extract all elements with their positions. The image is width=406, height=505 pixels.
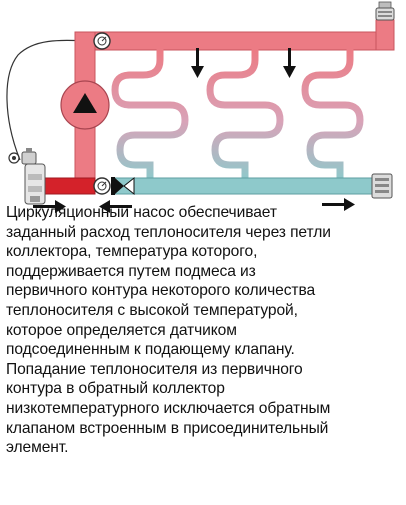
caption-line: клапаном встроенным в присоединительный: [6, 419, 329, 437]
arrow-right-primary-inlet: [33, 200, 66, 213]
caption-line: подсоединенным к подающему клапану.: [6, 341, 295, 359]
temperature-sensor-icon: [8, 148, 37, 165]
caption-line: Попадание теплоносителя из первичного: [6, 360, 303, 378]
heating-loop-3: [301, 46, 364, 184]
arrow-down-1: [191, 48, 204, 78]
thermometer-gauge-icon: [93, 32, 111, 50]
caption-line: коллектора, температура которого,: [6, 243, 258, 261]
arrow-right-outlet: [322, 198, 355, 211]
flow-arrows-horizontal: [33, 198, 355, 213]
pump-direction-triangle: [73, 93, 97, 113]
return-end-valve-icon: [371, 173, 393, 199]
check-valve-icon: [111, 176, 135, 196]
return-thermometer-icon: [93, 177, 111, 195]
primary-supply-stub: [44, 177, 96, 195]
heating-loop-1: [111, 46, 189, 184]
arrow-left-return: [99, 200, 132, 213]
caption-line: элемент.: [6, 439, 69, 457]
heating-loops: [111, 46, 364, 184]
air-vent-icon: [375, 1, 395, 21]
caption-line: первичного контура некоторого количества: [6, 282, 316, 300]
mixing-valve-icon: [24, 163, 46, 205]
caption-line: поддерживается путем подмеса из: [6, 262, 256, 280]
heating-loop-2: [206, 46, 284, 184]
arrow-down-2: [283, 48, 296, 78]
circulation-pump-icon: [60, 80, 110, 130]
description-text: Циркуляционный насос обеспечивает заданн…: [6, 203, 406, 458]
flow-arrows-down: [191, 48, 296, 78]
caption-line: заданный расход теплоносителя через петл…: [6, 223, 331, 241]
capillary-tube: [6, 39, 93, 161]
caption-line: низкотемпературного исключается обратным: [6, 399, 331, 417]
mixing-unit-diagram: [6, 1, 395, 213]
caption-line: контура в обратный коллектор: [6, 380, 225, 398]
return-collector: [114, 177, 386, 195]
caption-line: которое определяется датчиком: [6, 321, 237, 339]
caption-line: Циркуляционный насос обеспечивает: [6, 204, 277, 221]
caption-line: теплоносителя с высокой температурой,: [6, 301, 298, 319]
supply-collector-end: [375, 19, 395, 51]
